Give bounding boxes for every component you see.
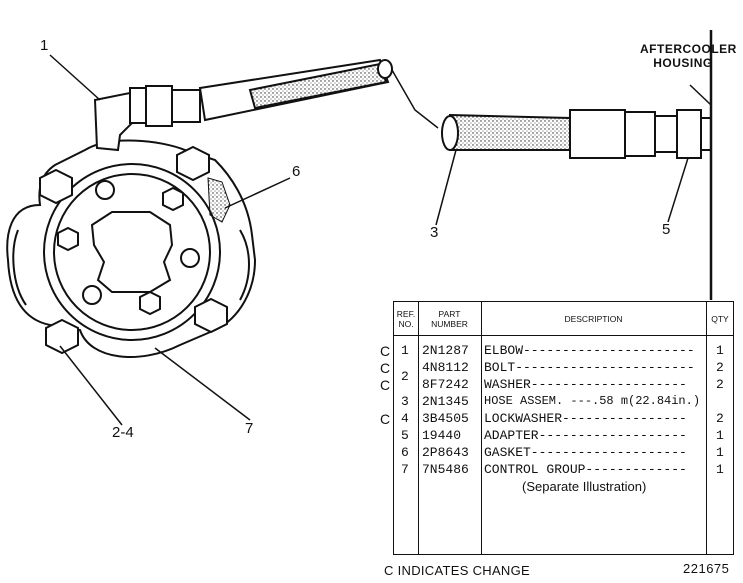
- cell-ref: 5: [401, 428, 409, 443]
- cell-ref: 6: [401, 445, 409, 460]
- hose-assembly-upper: [198, 58, 393, 122]
- col-divider: [418, 302, 419, 554]
- flange-bolts: [39, 145, 228, 355]
- table-row: 7 7N5486 CONTROL GROUP------------- 1: [394, 461, 735, 478]
- cell-ref: 4: [401, 411, 409, 426]
- change-legend-note: C INDICATES CHANGE: [384, 563, 531, 578]
- table-row: 6 2P8643 GASKET-------------------- 1: [394, 444, 735, 461]
- cell-part-number: 8F7242: [422, 377, 469, 392]
- header-ref-no-line1: REF.: [396, 308, 416, 319]
- header-part-number-line1: PART: [438, 308, 461, 319]
- table-row: 4N8112 BOLT----------------------- 2: [394, 359, 735, 376]
- col-divider: [481, 302, 482, 554]
- leader-lines: [49, 54, 712, 426]
- cell-qty: 1: [716, 343, 724, 358]
- change-flag-row-2: C: [380, 360, 391, 376]
- cell-qty: 2: [716, 377, 724, 392]
- callout-6: 6: [292, 163, 301, 180]
- cell-qty: 1: [716, 462, 724, 477]
- change-flag-row-5: C: [380, 411, 391, 427]
- table-row: 2 8F7242 WASHER-------------------- 2: [394, 369, 735, 393]
- cell-description: BOLT-----------------------: [484, 360, 695, 375]
- parts-list-table: REF. NO. PART NUMBER DESCRIPTION QTY 1 2…: [393, 301, 734, 555]
- callout-7: 7: [245, 420, 254, 437]
- cell-part-number: 4N8112: [422, 360, 469, 375]
- cell-ref: 3: [401, 394, 409, 409]
- callout-5: 5: [662, 221, 671, 238]
- aftercooler-label-line1: AFTERCOOLER: [640, 42, 737, 56]
- table-row: 3 2N1345 HOSE ASSEM. ---.58 m(22.84in.): [394, 393, 735, 410]
- cell-part-number: 2P8643: [422, 445, 469, 460]
- cell-part-number: 19440: [422, 428, 462, 443]
- figure-number: 221675: [683, 561, 730, 576]
- header-part-number-line2: NUMBER: [431, 318, 468, 329]
- cell-description: ELBOW----------------------: [484, 343, 695, 358]
- change-flag-row-1: C: [380, 343, 391, 359]
- table-row: (Separate Illustration): [394, 478, 735, 495]
- cell-part-number: 2N1287: [422, 343, 469, 358]
- hose-break-line: [391, 69, 439, 129]
- header-ref-no-line2: NO.: [398, 318, 414, 329]
- change-flag-row-3: C: [380, 377, 391, 393]
- cell-ref: 7: [401, 462, 409, 477]
- header-description: DESCRIPTION: [481, 302, 706, 336]
- cell-description-note: (Separate Illustration): [522, 479, 647, 494]
- col-divider: [706, 302, 707, 554]
- header-part-number: PART NUMBER: [418, 302, 481, 336]
- cell-part-number: 3B4505: [422, 411, 469, 426]
- callout-1: 1: [40, 37, 49, 54]
- elbow: [93, 85, 201, 152]
- cell-qty: 2: [716, 360, 724, 375]
- table-row: 1 2N1287 ELBOW---------------------- 1: [394, 342, 735, 359]
- cell-qty: 2: [716, 411, 724, 426]
- cell-qty: 1: [716, 428, 724, 443]
- cell-qty: 1: [716, 445, 724, 460]
- cell-ref: 2: [401, 369, 409, 384]
- cell-ref: 1: [401, 343, 409, 358]
- hose-assembly-lower: [441, 109, 712, 159]
- header-qty: QTY: [706, 302, 734, 336]
- gasket-stipple: [207, 177, 231, 223]
- callout-2-4: 2-4: [112, 424, 134, 441]
- table-row: 4 3B4505 LOCKWASHER---------------- 2: [394, 410, 735, 427]
- cell-description: WASHER--------------------: [484, 377, 687, 392]
- cell-description: CONTROL GROUP-------------: [484, 462, 687, 477]
- cell-description: LOCKWASHER----------------: [484, 411, 687, 426]
- header-ref-no: REF. NO.: [394, 302, 418, 336]
- cell-description: ADAPTER-------------------: [484, 428, 687, 443]
- aftercooler-label: AFTERCOOLER HOUSING: [640, 42, 737, 70]
- callout-3: 3: [430, 224, 439, 241]
- table-row: 5 19440 ADAPTER------------------- 1: [394, 427, 735, 444]
- cell-description: GASKET--------------------: [484, 445, 687, 460]
- cell-part-number: 2N1345: [422, 394, 469, 409]
- cell-description: HOSE ASSEM. ---.58 m(22.84in.): [484, 394, 701, 408]
- cell-part-number: 7N5486: [422, 462, 469, 477]
- aftercooler-label-line2: HOUSING: [653, 56, 713, 70]
